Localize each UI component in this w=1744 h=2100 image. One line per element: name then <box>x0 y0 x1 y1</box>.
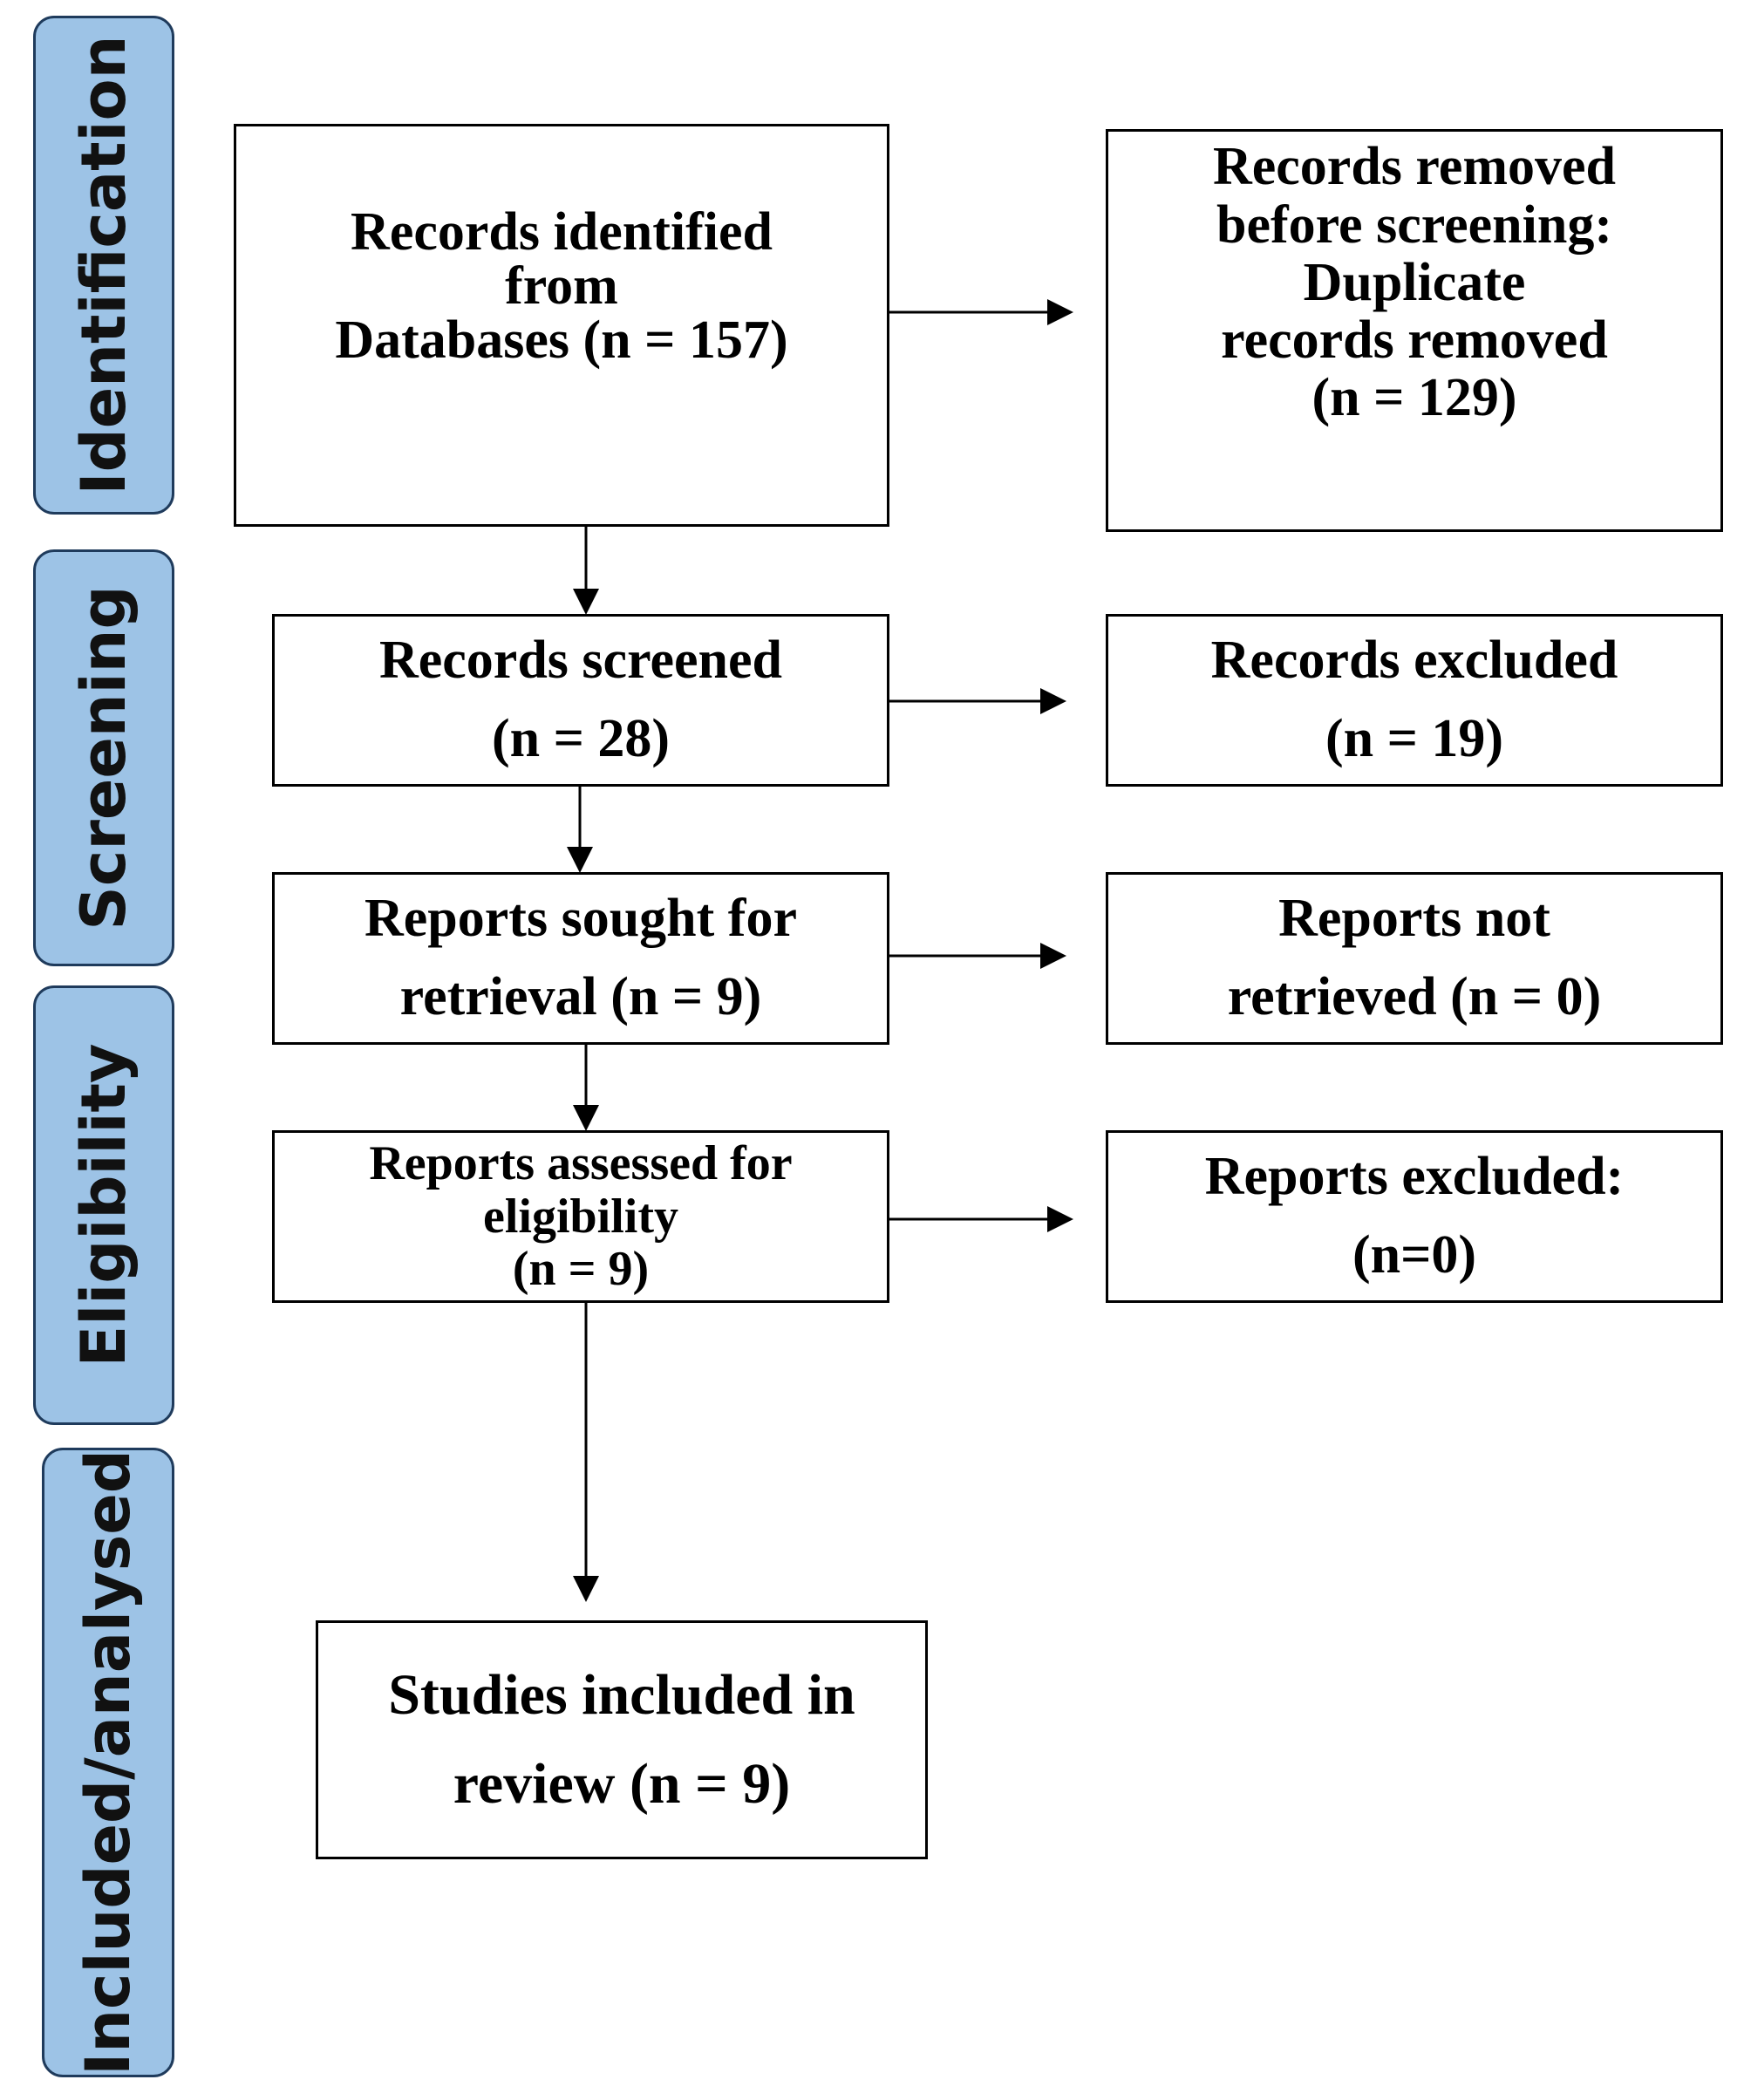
box-records-screened-line-2: (n = 28) <box>491 709 671 768</box>
phase-identification-label: Identification <box>68 35 140 495</box>
box-reports-excluded-line-2: (n=0) <box>1352 1225 1477 1285</box>
box-studies-included-line-2: review (n = 9) <box>453 1752 791 1816</box>
box-records-identified: Records identified from Databases (n = 1… <box>234 124 889 527</box>
box-reports-assessed-line-3: (n = 9) <box>512 1242 650 1297</box>
box-studies-included: Studies included in review (n = 9) <box>316 1620 928 1859</box>
phase-screening-label: Screening <box>68 585 140 931</box>
box-records-removed-line-2: before screening: <box>1216 194 1612 255</box>
box-reports-assessed-line-2: eligibility <box>483 1189 678 1244</box>
box-records-excluded-line-2: (n = 19) <box>1325 709 1504 768</box>
box-reports-excluded-line-1: Reports excluded: <box>1204 1147 1625 1207</box>
box-records-identified-line-3: Databases (n = 157) <box>335 310 788 370</box>
box-records-excluded-line-1: Records excluded <box>1210 631 1618 691</box>
box-records-excluded: Records excluded (n = 19) <box>1106 614 1723 787</box>
box-records-removed: Records removed before screening: Duplic… <box>1106 129 1723 532</box>
box-reports-sought-line-2: retrieval (n = 9) <box>399 967 762 1026</box>
box-reports-sought-line-1: Reports sought for <box>364 889 797 949</box>
box-studies-included-line-1: Studies included in <box>388 1662 855 1727</box>
box-reports-assessed-line-1: Reports assessed for <box>369 1136 793 1191</box>
phase-eligibility: Eligibility <box>33 985 174 1425</box>
box-records-identified-line-2: from <box>505 256 618 316</box>
box-reports-not-retrieved-line-2: retrieved (n = 0) <box>1227 967 1602 1026</box>
box-reports-not-retrieved: Reports not retrieved (n = 0) <box>1106 872 1723 1045</box>
box-records-removed-line-5: (n = 129) <box>1311 368 1517 428</box>
box-reports-assessed: Reports assessed for eligibility (n = 9) <box>272 1130 889 1303</box>
box-records-removed-line-4: records removed <box>1221 310 1608 371</box>
box-reports-excluded: Reports excluded: (n=0) <box>1106 1130 1723 1303</box>
box-records-removed-line-1: Records removed <box>1212 137 1616 197</box>
phase-screening: Screening <box>33 549 174 966</box>
phase-eligibility-label: Eligibility <box>68 1043 140 1367</box>
phase-included: Included/analysed <box>42 1448 174 2077</box>
phase-included-label: Included/analysed <box>72 1449 144 2076</box>
box-reports-sought: Reports sought for retrieval (n = 9) <box>272 872 889 1045</box>
box-records-identified-line-1: Records identified <box>351 202 773 262</box>
box-reports-not-retrieved-line-1: Reports not <box>1278 889 1550 949</box>
box-records-screened-line-1: Records screened <box>378 631 782 691</box>
box-records-screened: Records screened (n = 28) <box>272 614 889 787</box>
phase-identification: Identification <box>33 16 174 515</box>
box-records-removed-line-3: Duplicate <box>1303 252 1526 312</box>
